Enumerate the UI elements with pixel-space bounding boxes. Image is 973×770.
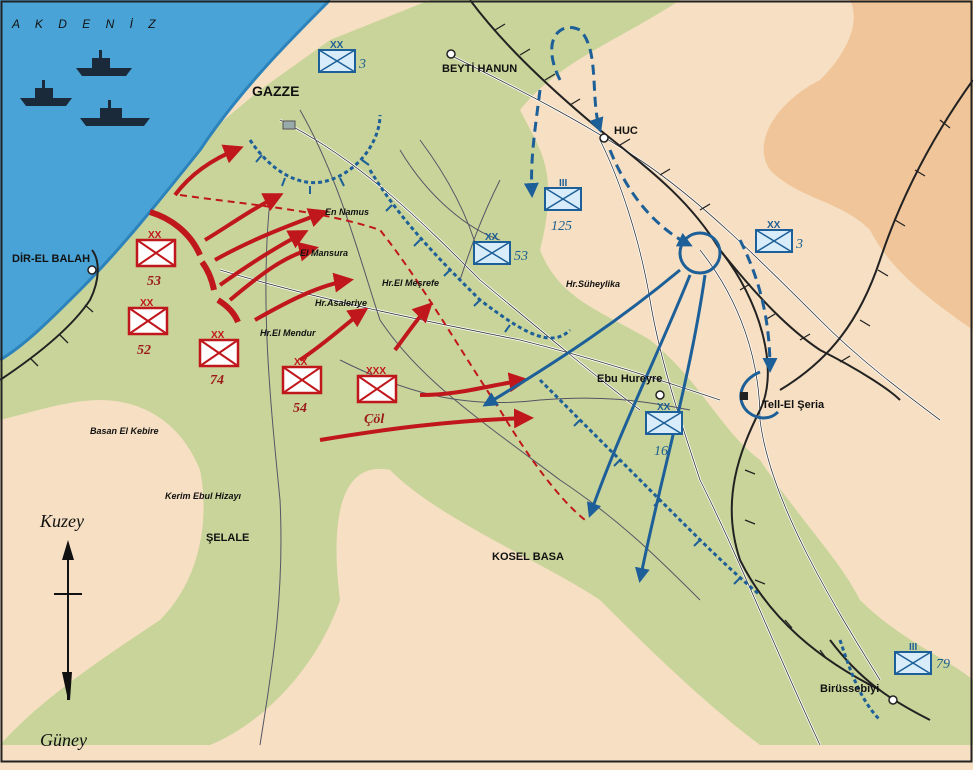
svg-text:III: III [909,642,918,653]
svg-text:III: III [559,178,568,189]
ottoman-unit: III 79 [894,642,950,675]
place-dir-el-balah: DİR-EL BALAH [12,252,90,265]
place-basan-el-kebire: Basan El Kebire [90,426,159,436]
svg-text:54: 54 [293,401,307,416]
place-hr-el-mendur: Hr.El Mendur [260,328,316,338]
place-kosel-basa: KOSEL BASA [492,551,564,563]
ottoman-unit: XX 53 [473,232,528,265]
sea-label: A K D E N İ Z [11,17,162,31]
svg-text:XX: XX [294,357,308,368]
place-hr-suheylika: Hr.Süheylika [566,279,620,289]
land-green [0,0,973,745]
place-en-namus: En Namus [325,207,369,217]
british-unit: XX 74 [198,330,240,388]
railway-ties [29,23,951,659]
compass-south: Güney [40,730,87,750]
railways [0,0,973,721]
ottoman-dashed-arrows [523,26,778,373]
svg-text:XX: XX [211,330,225,341]
svg-text:3: 3 [795,237,803,252]
svg-text:XX: XX [148,230,162,241]
sea [0,0,330,360]
place-hr-asaleriye: Hr.Asaleriye [315,298,367,308]
svg-text:79: 79 [936,657,950,672]
svg-text:XX: XX [657,402,671,413]
station-icon [740,392,748,400]
british-attack-arrows [173,144,534,442]
north-arrow-icon [62,540,74,560]
british-positions [149,209,241,324]
british-unit: XX 53 [135,230,177,289]
svg-text:52: 52 [137,343,151,358]
town-markers [87,49,898,705]
svg-text:74: 74 [210,373,224,388]
british-unit: XX 52 [127,298,169,358]
ottoman-unit: XX 3 [755,220,803,253]
svg-text:125: 125 [551,219,572,234]
place-hr-el-mesrefe: Hr.El Meşrefe [382,278,439,288]
place-tell-el-seria: Tell-El Şeria [762,399,825,411]
gazze-town-icon [282,120,296,130]
south-arrow-icon [62,672,72,700]
place-selale: ŞELALE [206,532,249,544]
svg-text:Çöl: Çöl [364,412,384,427]
place-kerim-ebul-hizayi: Kerim Ebul Hizayı [165,491,242,501]
svg-text:XXX: XXX [366,366,386,377]
svg-text:XX: XX [330,40,344,51]
compass: Kuzey Güney [39,511,87,750]
svg-text:53: 53 [147,274,161,289]
place-beyti-hanun: BEYTİ HANUN [442,62,517,75]
svg-text:16: 16 [654,444,668,459]
svg-text:XX: XX [485,232,499,243]
ottoman-unit: XX 16 [645,402,683,459]
british-unit: XXX Çöl [356,366,398,427]
place-birussebiyi: Birüssebiyi [820,683,879,695]
place-ebu-hureyre: Ebu Hureyre [597,373,662,385]
ottoman-unit: III 125 [544,178,582,234]
ottoman-rings [678,231,780,420]
svg-text:3: 3 [358,57,366,72]
ottoman-unit: XX 3 [318,40,366,73]
svg-text:XX: XX [140,298,154,309]
svg-text:53: 53 [514,249,528,264]
shoreline [0,0,332,362]
compass-north: Kuzey [39,511,84,531]
place-el-mansura: El Mansura [300,248,348,258]
british-unit: XX 54 [281,357,323,416]
hills [763,0,973,330]
svg-text:XX: XX [767,220,781,231]
place-gazze: GAZZE [252,83,299,99]
ship-icon [20,50,150,126]
place-huc: HUC [614,125,638,137]
